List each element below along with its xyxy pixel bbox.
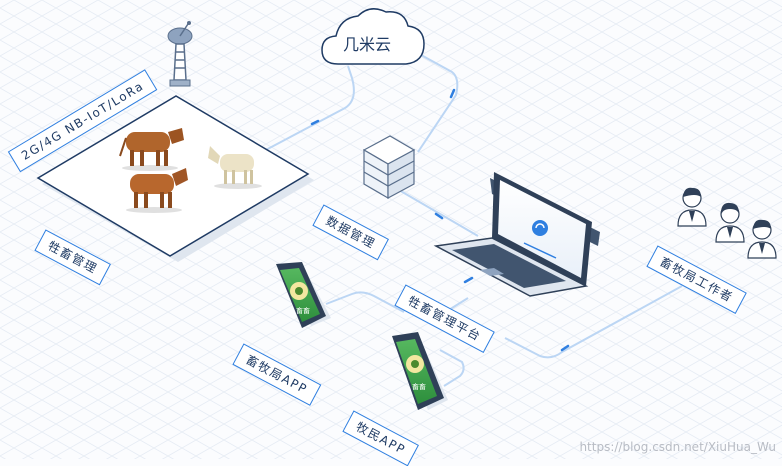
phone-app-label: 畜畜 bbox=[296, 306, 310, 315]
cloud-label: 几米云 bbox=[343, 31, 391, 55]
phone-app-label: 畜畜 bbox=[412, 382, 426, 391]
watermark: https://blog.csdn.net/XiuHua_Wu bbox=[579, 440, 776, 454]
server-icon bbox=[364, 136, 414, 198]
